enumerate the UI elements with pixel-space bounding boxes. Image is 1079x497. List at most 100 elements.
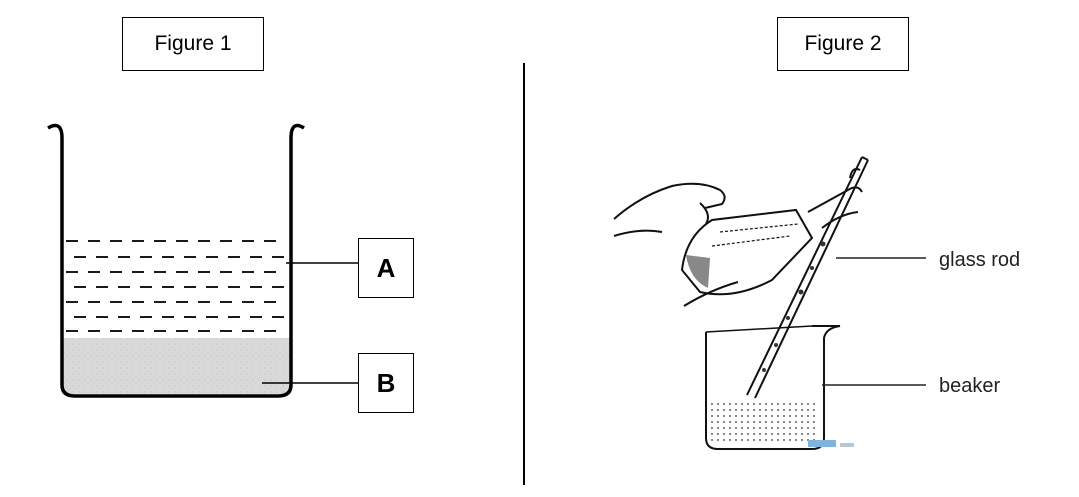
sediment-layer bbox=[63, 338, 290, 394]
liquid-dot bbox=[729, 403, 731, 405]
liquid-dot bbox=[759, 409, 761, 411]
liquid-dot bbox=[777, 415, 779, 417]
liquid-dot bbox=[741, 421, 743, 423]
liquid-dot bbox=[711, 409, 713, 411]
liquid-dot bbox=[711, 433, 713, 435]
tilted-beaker bbox=[680, 208, 814, 296]
liquid-dot bbox=[717, 427, 719, 429]
liquid-dot bbox=[729, 427, 731, 429]
liquid-dot bbox=[801, 409, 803, 411]
liquid-dot bbox=[783, 421, 785, 423]
liquid-dot bbox=[723, 433, 725, 435]
figure-2-title: Figure 2 bbox=[804, 32, 882, 55]
liquid-dot bbox=[789, 427, 791, 429]
liquid-dot bbox=[747, 427, 749, 429]
figure-1-beaker-drawing bbox=[47, 123, 358, 398]
figure-1-title: Figure 1 bbox=[154, 32, 232, 55]
liquid-dot bbox=[741, 439, 743, 441]
liquid-dot bbox=[783, 415, 785, 417]
liquid-dot bbox=[777, 409, 779, 411]
liquid-dot bbox=[771, 409, 773, 411]
liquid-dot bbox=[783, 403, 785, 405]
glass-rod-label: glass rod bbox=[939, 249, 1020, 271]
liquid-dot bbox=[735, 421, 737, 423]
label-b-box: B bbox=[358, 353, 414, 413]
liquid-dot bbox=[735, 415, 737, 417]
liquid-dot bbox=[747, 433, 749, 435]
liquid-dot bbox=[807, 421, 809, 423]
liquid-dot bbox=[753, 403, 755, 405]
liquid-dot bbox=[795, 409, 797, 411]
liquid-dot bbox=[807, 415, 809, 417]
label-a: A bbox=[376, 252, 396, 283]
liquid-dot bbox=[741, 409, 743, 411]
liquid-dot bbox=[777, 403, 779, 405]
liquid-dot bbox=[795, 439, 797, 441]
receiving-beaker bbox=[705, 325, 841, 450]
liquid-dot bbox=[813, 427, 815, 429]
liquid-dot bbox=[747, 415, 749, 417]
liquid-dot bbox=[759, 439, 761, 441]
liquid-dot bbox=[801, 421, 803, 423]
liquid-dot bbox=[759, 403, 761, 405]
liquid-dot bbox=[789, 403, 791, 405]
liquid-dot bbox=[807, 409, 809, 411]
liquid-dot bbox=[771, 439, 773, 441]
liquid-dot bbox=[789, 439, 791, 441]
liquid-dot bbox=[789, 421, 791, 423]
liquid-dot bbox=[711, 415, 713, 417]
liquid-dot bbox=[723, 421, 725, 423]
liquid-dot bbox=[765, 409, 767, 411]
figure-2-decanting-drawing: glass rod beaker bbox=[613, 156, 1020, 450]
liquid-dot bbox=[729, 439, 731, 441]
liquid-dot bbox=[801, 439, 803, 441]
liquid-dot bbox=[807, 403, 809, 405]
liquid-dot bbox=[759, 427, 761, 429]
figure-2-title-box: Figure 2 bbox=[777, 17, 909, 71]
liquid-dot bbox=[735, 439, 737, 441]
liquid-dot bbox=[717, 433, 719, 435]
beaker-label: beaker bbox=[939, 375, 1000, 397]
liquid-dot bbox=[789, 415, 791, 417]
liquid-dot bbox=[741, 403, 743, 405]
liquid-dot bbox=[759, 421, 761, 423]
liquid-dot bbox=[765, 421, 767, 423]
liquid-dot bbox=[765, 439, 767, 441]
liquid-dot bbox=[729, 409, 731, 411]
liquid-dot bbox=[765, 403, 767, 405]
liquid-dot bbox=[753, 433, 755, 435]
liquid-dot bbox=[717, 409, 719, 411]
beaker-outline bbox=[47, 123, 305, 398]
liquid-dot bbox=[717, 421, 719, 423]
liquid-dot bbox=[777, 433, 779, 435]
liquid-dot bbox=[741, 427, 743, 429]
liquid-dot bbox=[795, 433, 797, 435]
label-a-box: A bbox=[358, 238, 414, 298]
liquid-dot bbox=[711, 439, 713, 441]
liquid-dot bbox=[747, 439, 749, 441]
liquid-dot bbox=[735, 409, 737, 411]
gray-artifact-mark bbox=[840, 443, 854, 447]
liquid-dot bbox=[777, 427, 779, 429]
liquid-dot bbox=[711, 421, 713, 423]
liquid-on-rod bbox=[762, 241, 826, 372]
holding-hand-right bbox=[807, 168, 863, 229]
figure-1-title-box: Figure 1 bbox=[122, 17, 264, 71]
liquid-dot bbox=[771, 433, 773, 435]
liquid-dot bbox=[753, 439, 755, 441]
liquid-dot bbox=[789, 409, 791, 411]
liquid-dot bbox=[795, 427, 797, 429]
liquid-dot bbox=[795, 415, 797, 417]
beaker-liquid bbox=[711, 403, 815, 441]
liquid-dot bbox=[717, 403, 719, 405]
liquid-dot bbox=[813, 403, 815, 405]
liquid-dot bbox=[729, 421, 731, 423]
liquid-dot bbox=[741, 433, 743, 435]
liquid-dot bbox=[735, 403, 737, 405]
liquid-dot bbox=[711, 427, 713, 429]
liquid-dot bbox=[777, 439, 779, 441]
liquid-dot bbox=[783, 427, 785, 429]
liquid-dot bbox=[771, 421, 773, 423]
liquid-dot bbox=[759, 415, 761, 417]
blue-artifact-mark bbox=[808, 440, 836, 447]
